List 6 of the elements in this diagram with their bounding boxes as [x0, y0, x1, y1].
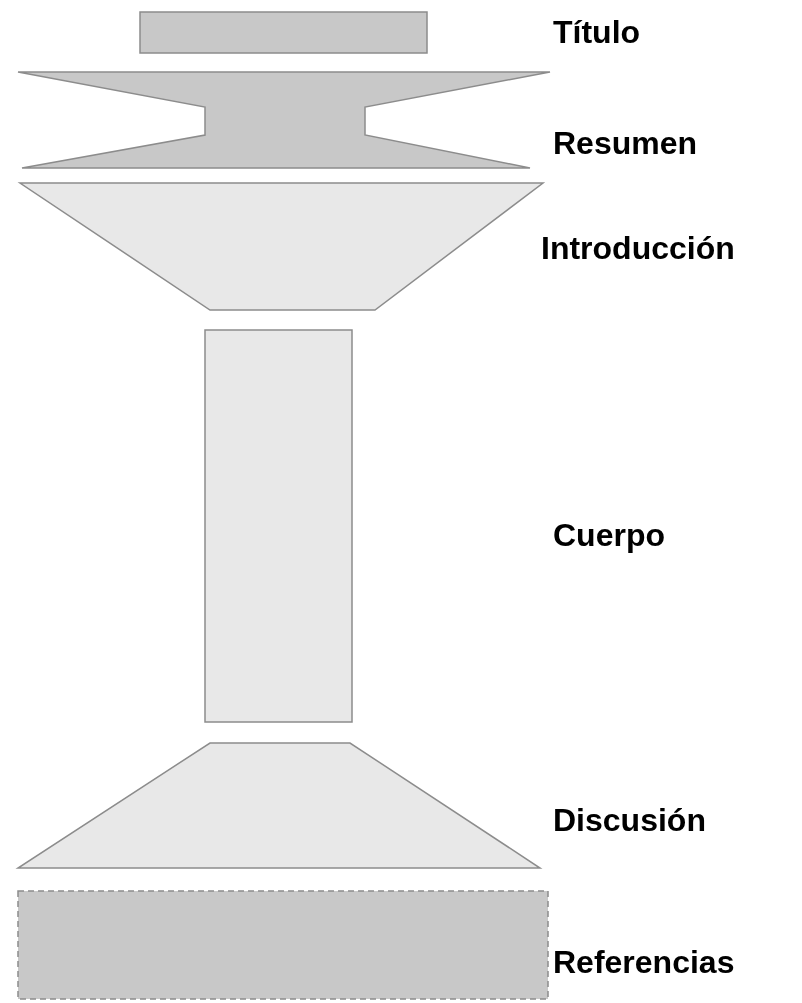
section-label: Introducción	[541, 229, 735, 267]
section-label: Referencias	[553, 943, 735, 981]
section-label: Cuerpo	[553, 516, 665, 554]
section-label: Resumen	[553, 124, 698, 162]
section-label: Título	[553, 13, 641, 51]
section-label: Discusión	[553, 801, 706, 839]
